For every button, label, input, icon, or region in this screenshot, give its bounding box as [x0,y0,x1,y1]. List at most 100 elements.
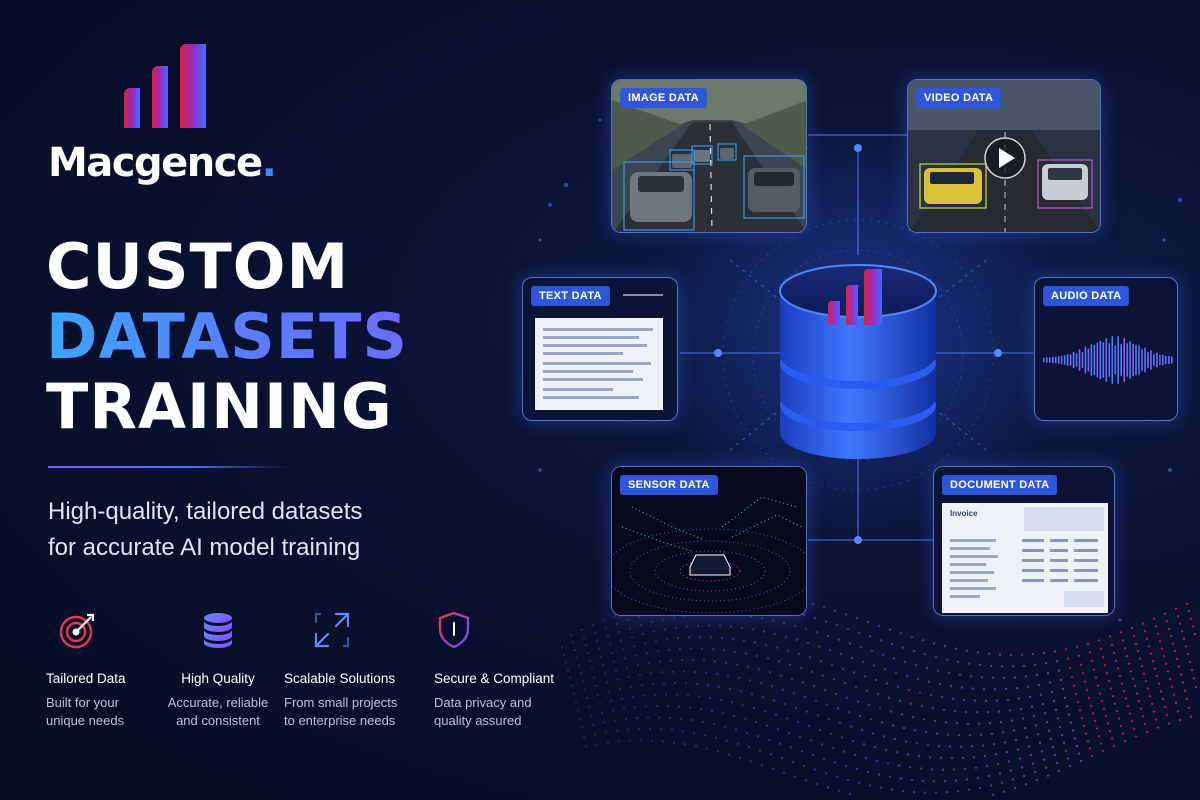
waveform-bar [1171,356,1173,364]
wave-dot [923,791,927,794]
wave-dot [732,714,736,718]
wave-dot [651,682,655,686]
wave-dot [1020,653,1024,656]
wave-dot [1109,687,1113,690]
wave-dot [687,636,691,639]
waveform-bar [1099,340,1102,380]
wave-dot [1125,654,1129,658]
wave-dot [675,693,679,696]
wave-dot [1014,738,1018,742]
wave-dot [1130,719,1134,723]
wave-dot [629,685,633,688]
wave-dot [847,711,851,714]
wave-dot [991,676,995,679]
wave-dot [728,687,732,691]
target-icon [59,613,95,649]
wave-dot [1089,704,1093,707]
wave-dot [725,739,729,742]
wave-dot [1180,630,1184,633]
wave-dot [560,646,564,649]
wave-dot [667,648,671,652]
wave-dot [962,698,966,702]
wave-dot [1104,715,1108,718]
wave-dot [721,712,725,715]
wave-dot [928,756,932,759]
wave-dot [739,690,743,693]
wave-dot [588,659,592,663]
wave-dot [668,716,672,720]
wave-dot [666,704,670,708]
sensor-data-card: SENSOR DATA [611,466,807,616]
wave-dot [1174,607,1178,610]
wave-dot [890,788,894,791]
wave-dot [981,744,985,747]
wave-dot [596,693,600,696]
wave-dot [602,619,606,622]
wave-dot [1043,712,1047,715]
wave-dot [1046,774,1050,777]
wave-dot [970,745,974,748]
wave-dot [1124,697,1128,700]
wave-dot [1184,645,1188,648]
wave-dot [1036,733,1040,736]
wave-dot [1114,659,1118,662]
wave-dot [717,685,721,688]
wave-dot [648,727,652,731]
waveform-bar [1123,338,1125,382]
wave-dot [1069,721,1073,724]
wave-dot [562,653,566,657]
wave-dot [1025,736,1029,739]
wave-dot [699,707,703,711]
wave-dot [705,747,709,750]
wave-dot [1132,727,1136,730]
wave-dot [1107,679,1111,683]
wave-dot [690,719,694,722]
wave-dot [1116,667,1120,670]
wave-dot [818,728,822,732]
wave-dot [1187,706,1191,709]
wave-dot [744,652,748,655]
wave-dot [1073,737,1077,740]
wave-dot [870,649,874,653]
wave-dot [999,720,1003,724]
wave-dot [1017,697,1021,700]
wave-dot [810,670,814,673]
wave-dot [1175,657,1179,661]
wave-dot [1038,741,1042,745]
wave-dot [1046,671,1050,675]
wave-dot [764,643,768,647]
wave-dot [974,766,978,769]
wave-dot [737,676,741,680]
wave-dot [688,706,692,709]
wave-dot [777,660,781,663]
wave-dot [779,674,783,677]
wave-dot [606,635,610,638]
wave-dot [809,739,813,742]
wave-dot [1034,724,1038,727]
wave-dot [1183,689,1187,692]
wave-dot [982,688,986,691]
wave-dot [1123,647,1127,650]
wave-dot [889,710,893,713]
wave-dot [925,666,929,670]
wave-dot [1035,673,1039,677]
wave-dot [620,697,624,700]
wave-dot [785,717,789,720]
wave-dot [765,724,769,727]
wave-dot [564,661,568,664]
wave-dot [1050,690,1054,694]
wave-dot [585,696,589,700]
waveform-bar [1153,354,1155,366]
wave-dot [859,646,863,649]
wave-dot [662,682,666,685]
wave-dot [792,692,796,695]
wave-dot [1055,660,1059,663]
wave-dot [599,655,603,658]
wave-dot [917,754,921,758]
wave-dot [963,767,967,771]
video-data-tag: VIDEO DATA [916,88,1002,108]
wave-dot [937,744,941,748]
wave-dot [613,614,617,618]
wave-dot [1121,639,1125,642]
wave-dot [846,778,850,782]
